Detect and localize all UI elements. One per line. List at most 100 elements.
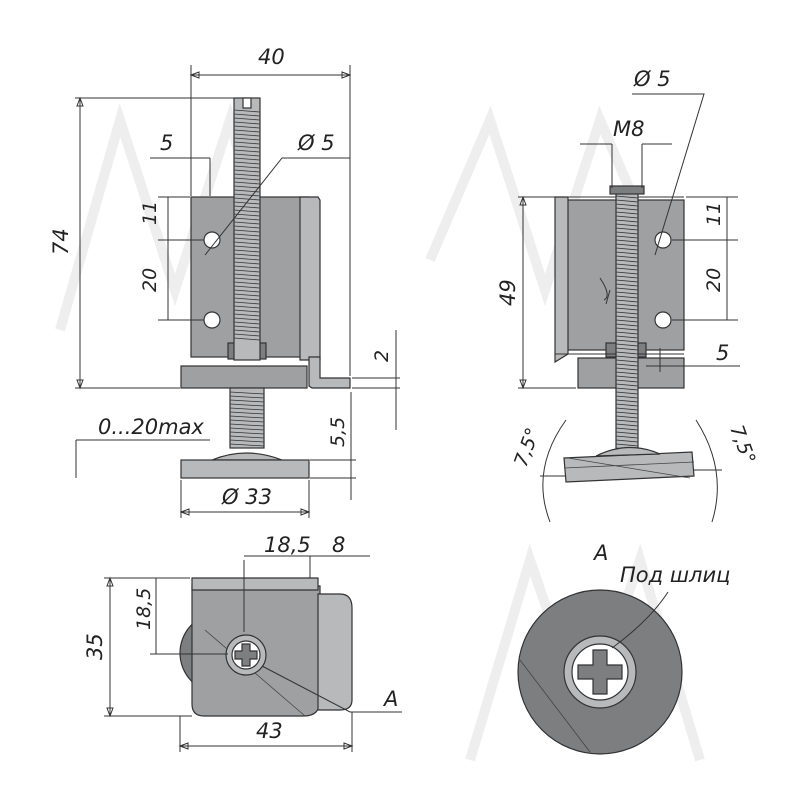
front-dim-height: 74: [49, 228, 73, 255]
thread-line: [615, 423, 639, 427]
thread-line: [233, 133, 261, 137]
thread-line: [615, 415, 639, 419]
top-dim-depth: 35: [83, 633, 107, 660]
thread-line: [233, 161, 261, 165]
thread-line: [233, 197, 261, 201]
thread-line: [233, 313, 261, 317]
thread-line: [233, 317, 261, 321]
thread-line: [229, 427, 265, 431]
thread-line: [615, 343, 639, 347]
thread-line: [615, 403, 639, 407]
thread-line: [615, 327, 639, 331]
thread-line: [233, 149, 261, 153]
front-view: 40 5 Ø 5 74 11 20 2 0...20max 5,5 Ø 33: [49, 45, 400, 518]
top-dim-depth-offset: 8: [332, 533, 345, 557]
thread-line: [233, 273, 261, 277]
detail-note: Под шлиц: [620, 563, 730, 587]
thread-line: [615, 407, 639, 411]
thread-line: [615, 435, 639, 439]
thread-line: [229, 439, 265, 443]
side-dim-thread: M8: [613, 117, 644, 141]
top-view-label: A: [382, 687, 398, 711]
thread-line: [615, 391, 639, 395]
thread-line: [233, 213, 261, 217]
thread-line: [615, 439, 639, 443]
front-bracket-lip: [308, 356, 351, 389]
thread-line: [615, 419, 639, 423]
thread-line: [615, 219, 639, 223]
thread-line: [233, 245, 261, 249]
thread-line: [615, 227, 639, 231]
thread-line: [233, 309, 261, 313]
thread-line: [233, 173, 261, 177]
thread-line: [233, 137, 261, 141]
detail-title: A: [592, 541, 608, 565]
front-dim-hole-top: 11: [139, 201, 161, 225]
top-dim-center: 18,5: [264, 533, 311, 557]
side-dim-hole-spacing: 20: [703, 268, 725, 292]
thread-line: [233, 165, 261, 169]
thread-line: [229, 431, 265, 435]
thread-line: [233, 141, 261, 145]
thread-line: [233, 337, 261, 341]
thread-line: [615, 287, 639, 291]
thread-line: [233, 209, 261, 213]
thread-line: [615, 239, 639, 243]
thread-line: [615, 247, 639, 251]
thread-line: [615, 259, 639, 263]
thread-line: [233, 253, 261, 257]
thread-line: [615, 375, 639, 379]
thread-line: [615, 319, 639, 323]
thread-line: [233, 265, 261, 269]
thread-line: [615, 195, 639, 199]
thread-line: [615, 199, 639, 203]
thread-line: [615, 431, 639, 435]
thread-line: [615, 263, 639, 267]
thread-line: [615, 235, 639, 239]
thread-line: [229, 419, 265, 423]
thread-line: [233, 145, 261, 149]
front-dim-adjust: 0...20max: [98, 415, 204, 439]
thread-line: [229, 407, 265, 411]
side-dim-offset: 5: [716, 341, 729, 365]
thread-line: [233, 153, 261, 157]
thread-line: [615, 291, 639, 295]
thread-line: [615, 307, 639, 311]
front-hole-bottom: [203, 311, 221, 329]
thread-line: [615, 387, 639, 391]
thread-line: [233, 257, 261, 261]
thread-line: [615, 251, 639, 255]
thread-line: [233, 281, 261, 285]
thread-line: [233, 233, 261, 237]
thread-line: [233, 249, 261, 253]
thread-line: [615, 359, 639, 363]
thread-line: [615, 371, 639, 375]
top-dim-side: 18,5: [133, 588, 155, 630]
thread-line: [615, 427, 639, 431]
thread-line: [615, 279, 639, 283]
thread-line: [233, 261, 261, 265]
front-dim-gap: 5,5: [327, 417, 349, 447]
thread-line: [229, 423, 265, 427]
thread-line: [233, 113, 261, 117]
front-dim-width: 40: [258, 45, 285, 69]
side-dim-hole: Ø 5: [633, 67, 671, 91]
thread-line: [615, 335, 639, 339]
thread-line: [615, 211, 639, 215]
thread-line: [615, 231, 639, 235]
thread-line: [229, 411, 265, 415]
side-dim-angle-left: 7,5°: [510, 425, 544, 470]
thread-line: [615, 271, 639, 275]
front-dim-base: Ø 33: [221, 485, 272, 509]
thread-line: [233, 217, 261, 221]
thread-line: [229, 403, 265, 407]
thread-line: [615, 411, 639, 415]
thread-line: [229, 399, 265, 403]
thread-line: [233, 221, 261, 225]
thread-line: [233, 321, 261, 325]
thread-line: [615, 311, 639, 315]
top-dim-width: 43: [256, 719, 283, 743]
thread-line: [233, 237, 261, 241]
detail-slot-cross: [577, 649, 623, 695]
side-hole-bottom: [654, 311, 672, 329]
